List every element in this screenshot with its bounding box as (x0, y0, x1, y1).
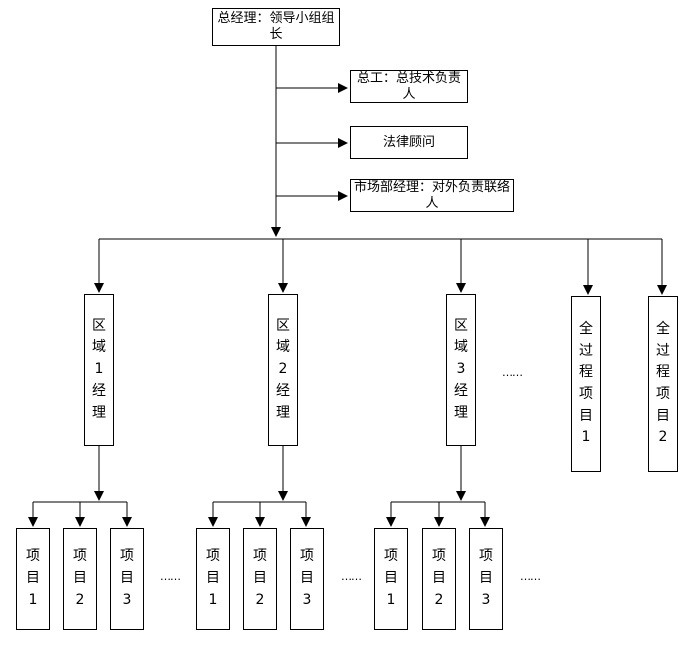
region-3-project-ellipsis: …… (520, 570, 541, 583)
region-1-manager-box: 区域1经理 (84, 294, 114, 446)
project-label: 项目1 (26, 548, 40, 608)
marketing-manager-box: 市场部经理：对外负责联络人 (350, 179, 514, 212)
project-label: 项目1 (206, 548, 220, 608)
project-label: 项目1 (384, 548, 398, 608)
full-process-project-2-label: 全过程项目2 (656, 320, 670, 446)
marketing-manager-label: 市场部经理：对外负责联络人 (353, 179, 510, 211)
region-2-project-ellipsis: …… (341, 570, 362, 583)
region-1-manager-label: 区域1经理 (92, 317, 106, 421)
region-3-project-1-box: 项目1 (374, 528, 408, 630)
region-3-project-2-box: 项目2 (422, 528, 456, 630)
region-3-project-3-box: 项目3 (469, 528, 503, 630)
region-3-manager-box: 区域3经理 (446, 294, 476, 446)
region-2-project-3-box: 项目3 (290, 528, 324, 630)
region-2-manager-label: 区域2经理 (276, 317, 290, 421)
region-1-project-1-box: 项目1 (16, 528, 50, 630)
general-manager-box: 总经理：领导小组组长 (212, 8, 340, 46)
chief-engineer-box: 总工：总技术负责人 (350, 70, 468, 103)
region-3-manager-label: 区域3经理 (454, 317, 468, 421)
full-process-project-2-box: 全过程项目2 (648, 296, 678, 472)
legal-advisor-box: 法律顾问 (350, 126, 468, 159)
project-label: 项目2 (432, 548, 446, 608)
region-1-project-ellipsis: …… (160, 570, 181, 583)
full-process-project-1-box: 全过程项目1 (571, 296, 601, 472)
full-process-project-1-label: 全过程项目1 (579, 320, 593, 446)
project-label: 项目2 (253, 548, 267, 608)
project-label: 项目2 (73, 548, 87, 608)
region-2-project-2-box: 项目2 (243, 528, 277, 630)
region-1-project-3-box: 项目3 (110, 528, 144, 630)
project-label: 项目3 (120, 548, 134, 608)
project-label: 项目3 (479, 548, 493, 608)
chief-engineer-label: 总工：总技术负责人 (356, 70, 461, 102)
project-label: 项目3 (300, 548, 314, 608)
manager-ellipsis: …… (502, 366, 523, 379)
legal-advisor-label: 法律顾问 (382, 134, 435, 150)
region-1-project-2-box: 项目2 (63, 528, 97, 630)
region-2-manager-box: 区域2经理 (268, 294, 298, 446)
general-manager-label: 总经理：领导小组组长 (217, 11, 335, 42)
region-2-project-1-box: 项目1 (196, 528, 230, 630)
